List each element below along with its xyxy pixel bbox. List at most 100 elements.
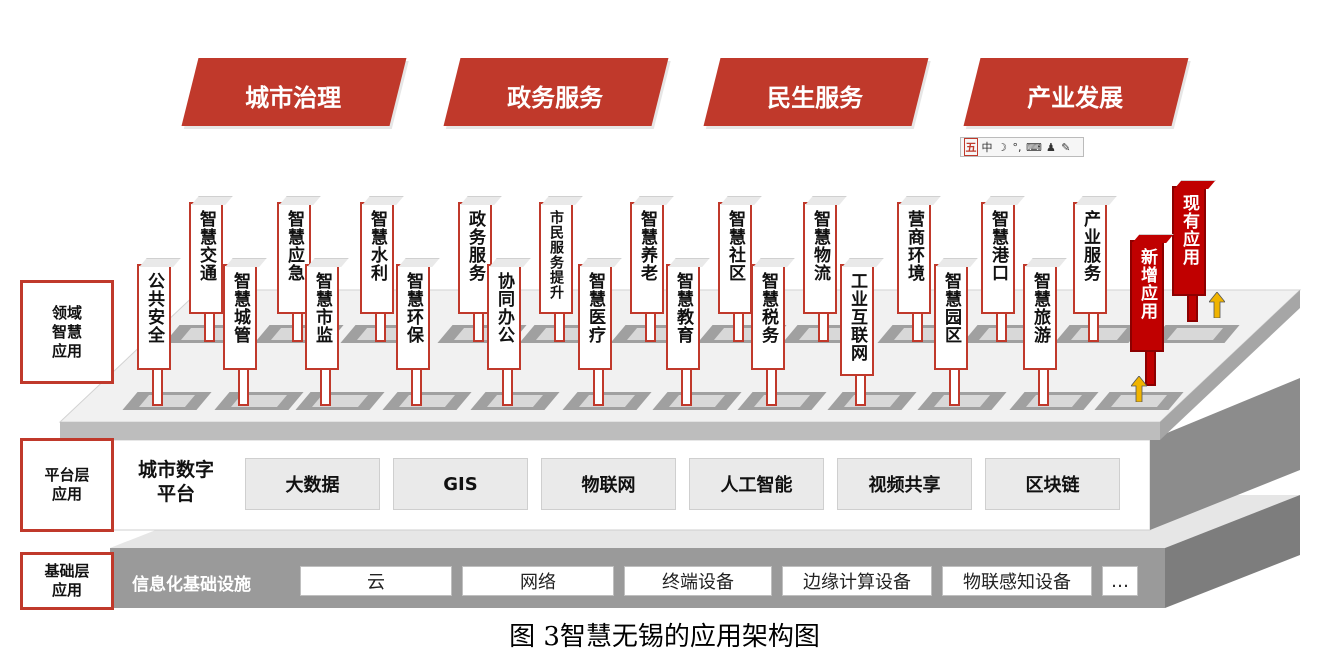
sign-pole (818, 312, 829, 342)
sign-pole (204, 312, 215, 342)
app-sign-label: 智慧物流 (805, 210, 835, 282)
pad (295, 392, 384, 410)
platform-item: 视频共享 (837, 458, 972, 510)
app-sign-label: 政务服务 (460, 210, 490, 282)
sign-pole (766, 368, 777, 406)
app-sign: 智慧税务 (751, 264, 785, 370)
app-sign: 智慧医疗 (578, 264, 612, 370)
pad (1009, 392, 1098, 410)
app-sign: 协同办公 (487, 264, 521, 370)
app-sign: 智慧社区 (718, 202, 752, 314)
app-sign-label: 智慧医疗 (580, 272, 610, 344)
sign-pole (320, 368, 331, 406)
sign-pole (411, 368, 422, 406)
app-sign: 智慧水利 (360, 202, 394, 314)
app-sign-label: 公共安全 (139, 272, 169, 344)
app-sign: 智慧养老 (630, 202, 664, 314)
app-sign-label: 智慧环保 (398, 272, 428, 344)
sign-pole (681, 368, 692, 406)
infra-item-more: … (1102, 566, 1138, 596)
app-sign: 智慧交通 (189, 202, 223, 314)
sign-pole (502, 368, 513, 406)
domain-layer-front (60, 422, 1160, 440)
app-sign-label: 智慧教育 (668, 272, 698, 344)
pad (470, 392, 559, 410)
sign-pole (733, 312, 744, 342)
platform-item: 物联网 (541, 458, 676, 510)
platform-item: 区块链 (985, 458, 1120, 510)
app-sign-label: 协同办公 (489, 272, 519, 344)
infra-item: 网络 (462, 566, 614, 596)
sign-pole (593, 368, 604, 406)
sign-pole (855, 374, 866, 406)
sign-pole (554, 312, 565, 342)
pad (214, 392, 303, 410)
app-sign: 营商环境 (897, 202, 931, 314)
pad (562, 392, 651, 410)
infra-item: 终端设备 (624, 566, 772, 596)
pad (382, 392, 471, 410)
sign-pole (645, 312, 656, 342)
app-sign: 公共安全 (137, 264, 171, 370)
app-sign-label: 智慧水利 (362, 210, 392, 282)
app-sign: 工业互联网 (840, 264, 874, 376)
up-arrow-icon (1209, 292, 1225, 318)
app-sign-label: 智慧税务 (753, 272, 783, 344)
app-sign: 智慧市监 (305, 264, 339, 370)
app-sign: 产业服务 (1073, 202, 1107, 314)
app-sign: 市民服务提升 (539, 202, 573, 314)
infra-title: 信息化基础设施 (132, 570, 251, 595)
sign-pole (375, 312, 386, 342)
infra-item: 物联感知设备 (942, 566, 1092, 596)
app-sign-new: 新增应用 (1130, 240, 1164, 352)
pad (737, 392, 826, 410)
app-sign-label: 现有应用 (1174, 194, 1204, 266)
app-sign-label: 智慧港口 (983, 210, 1013, 282)
app-sign-label: 营商环境 (899, 210, 929, 282)
app-sign-label: 智慧市监 (307, 272, 337, 344)
platform-title: 城市数字 平台 (126, 458, 226, 506)
app-sign: 智慧物流 (803, 202, 837, 314)
layer-label-platform: 平台层 应用 (20, 438, 114, 532)
pad (122, 392, 211, 410)
sign-pole (996, 312, 1007, 342)
platform-item: 大数据 (245, 458, 380, 510)
sign-pole (152, 368, 163, 406)
pad (827, 392, 916, 410)
sign-pole (1038, 368, 1049, 406)
sign-pole (1088, 312, 1099, 342)
app-sign: 智慧城管 (223, 264, 257, 370)
app-sign-label: 智慧养老 (632, 210, 662, 282)
sign-pole (1187, 294, 1198, 322)
sign-pole (238, 368, 249, 406)
app-sign-label: 智慧交通 (191, 210, 221, 282)
up-arrow-icon (1131, 376, 1147, 402)
pad (652, 392, 741, 410)
layer-label-domain: 领域 智慧 应用 (20, 280, 114, 384)
layer-label-infra: 基础层 应用 (20, 552, 114, 610)
app-sign-label: 工业互联网 (846, 272, 868, 362)
app-sign-label: 智慧园区 (936, 272, 966, 344)
app-sign-label: 智慧旅游 (1025, 272, 1055, 344)
app-sign-label: 市民服务提升 (545, 210, 567, 300)
infra-item: 云 (300, 566, 452, 596)
app-sign: 智慧园区 (934, 264, 968, 370)
app-sign-label: 智慧城管 (225, 272, 255, 344)
infra-item: 边缘计算设备 (782, 566, 932, 596)
app-sign: 智慧教育 (666, 264, 700, 370)
sign-pole (949, 368, 960, 406)
up-arrow-icon (1209, 292, 1225, 318)
sign-pole (912, 312, 923, 342)
platform-item: 人工智能 (689, 458, 824, 510)
app-sign: 智慧港口 (981, 202, 1015, 314)
sign-pole (292, 312, 303, 342)
app-sign: 智慧环保 (396, 264, 430, 370)
sign-pole (473, 312, 484, 342)
figure-caption: 图 3智慧无锡的应用架构图 (0, 616, 1329, 653)
app-sign-label: 智慧社区 (720, 210, 750, 282)
up-arrow-icon (1131, 376, 1147, 402)
app-sign: 智慧旅游 (1023, 264, 1057, 370)
platform-item: GIS (393, 458, 528, 510)
app-sign-label: 新增应用 (1132, 248, 1162, 320)
